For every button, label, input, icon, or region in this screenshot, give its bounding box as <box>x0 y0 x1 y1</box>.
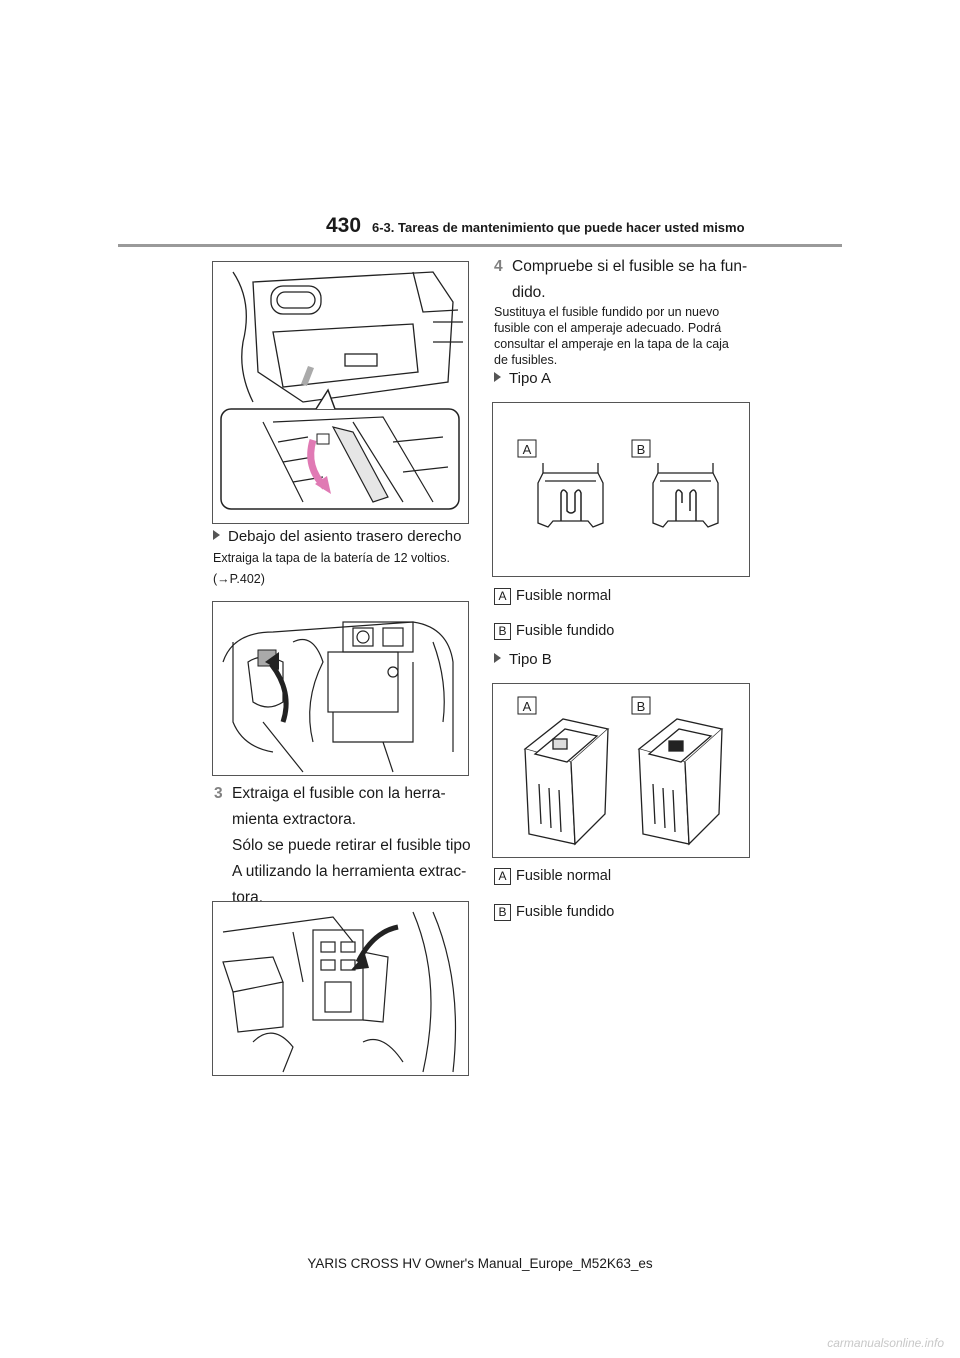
bullet-triangle-icon <box>494 653 501 663</box>
legend-b-box: B <box>494 904 511 921</box>
fuse-box-cover-illustration <box>220 271 463 510</box>
type-b-fuses-illustration: A B <box>517 696 724 846</box>
step-3-number: 3 <box>214 785 223 802</box>
footer-manual-title: YARIS CROSS HV Owner's Manual_Europe_M52… <box>307 1256 653 1271</box>
bullet-triangle-icon <box>213 530 220 540</box>
figure-fuse-box-cover <box>212 261 469 524</box>
figure-under-rear-seat <box>212 601 469 776</box>
note-page-reference: (→P.402) <box>213 572 265 586</box>
bullet-type-b: Tipo B <box>494 651 552 668</box>
step-4-number: 4 <box>494 258 503 275</box>
figure-type-a-fuses: A B <box>492 402 750 577</box>
page-number: 430 <box>326 214 362 237</box>
legend-b-box: B <box>494 623 511 640</box>
figure-fuse-puller <box>212 901 469 1076</box>
figure-type-b-fuses: A B <box>492 683 750 858</box>
note-replace-fuse: Sustituya el fusible fundido por un nuev… <box>494 305 729 367</box>
type-b-fig-label-a: A <box>523 699 532 714</box>
header-rule <box>118 244 842 247</box>
bullet-type-a: Tipo A <box>494 370 551 387</box>
bullet-under-rear-seat: Debajo del asiento trasero derecho <box>213 528 461 545</box>
bullet-triangle-icon <box>494 372 501 382</box>
under-seat-illustration <box>222 621 454 773</box>
type-a-fig-label-a: A <box>523 442 532 457</box>
legend-a-box: A <box>494 588 511 605</box>
legend-a-box: A <box>494 868 511 885</box>
watermark: carmanualsonline.info <box>827 1336 944 1350</box>
section-title: 6-3. Tareas de mantenimiento que puede h… <box>372 220 745 235</box>
type-a-fig-label-b: B <box>637 442 646 457</box>
fuse-puller-illustration <box>222 911 457 1073</box>
type-b-fig-label-b: B <box>637 699 646 714</box>
type-a-fuses-illustration: A B <box>517 439 719 528</box>
note-remove-cover: Extraiga la tapa de la batería de 12 vol… <box>213 551 450 565</box>
